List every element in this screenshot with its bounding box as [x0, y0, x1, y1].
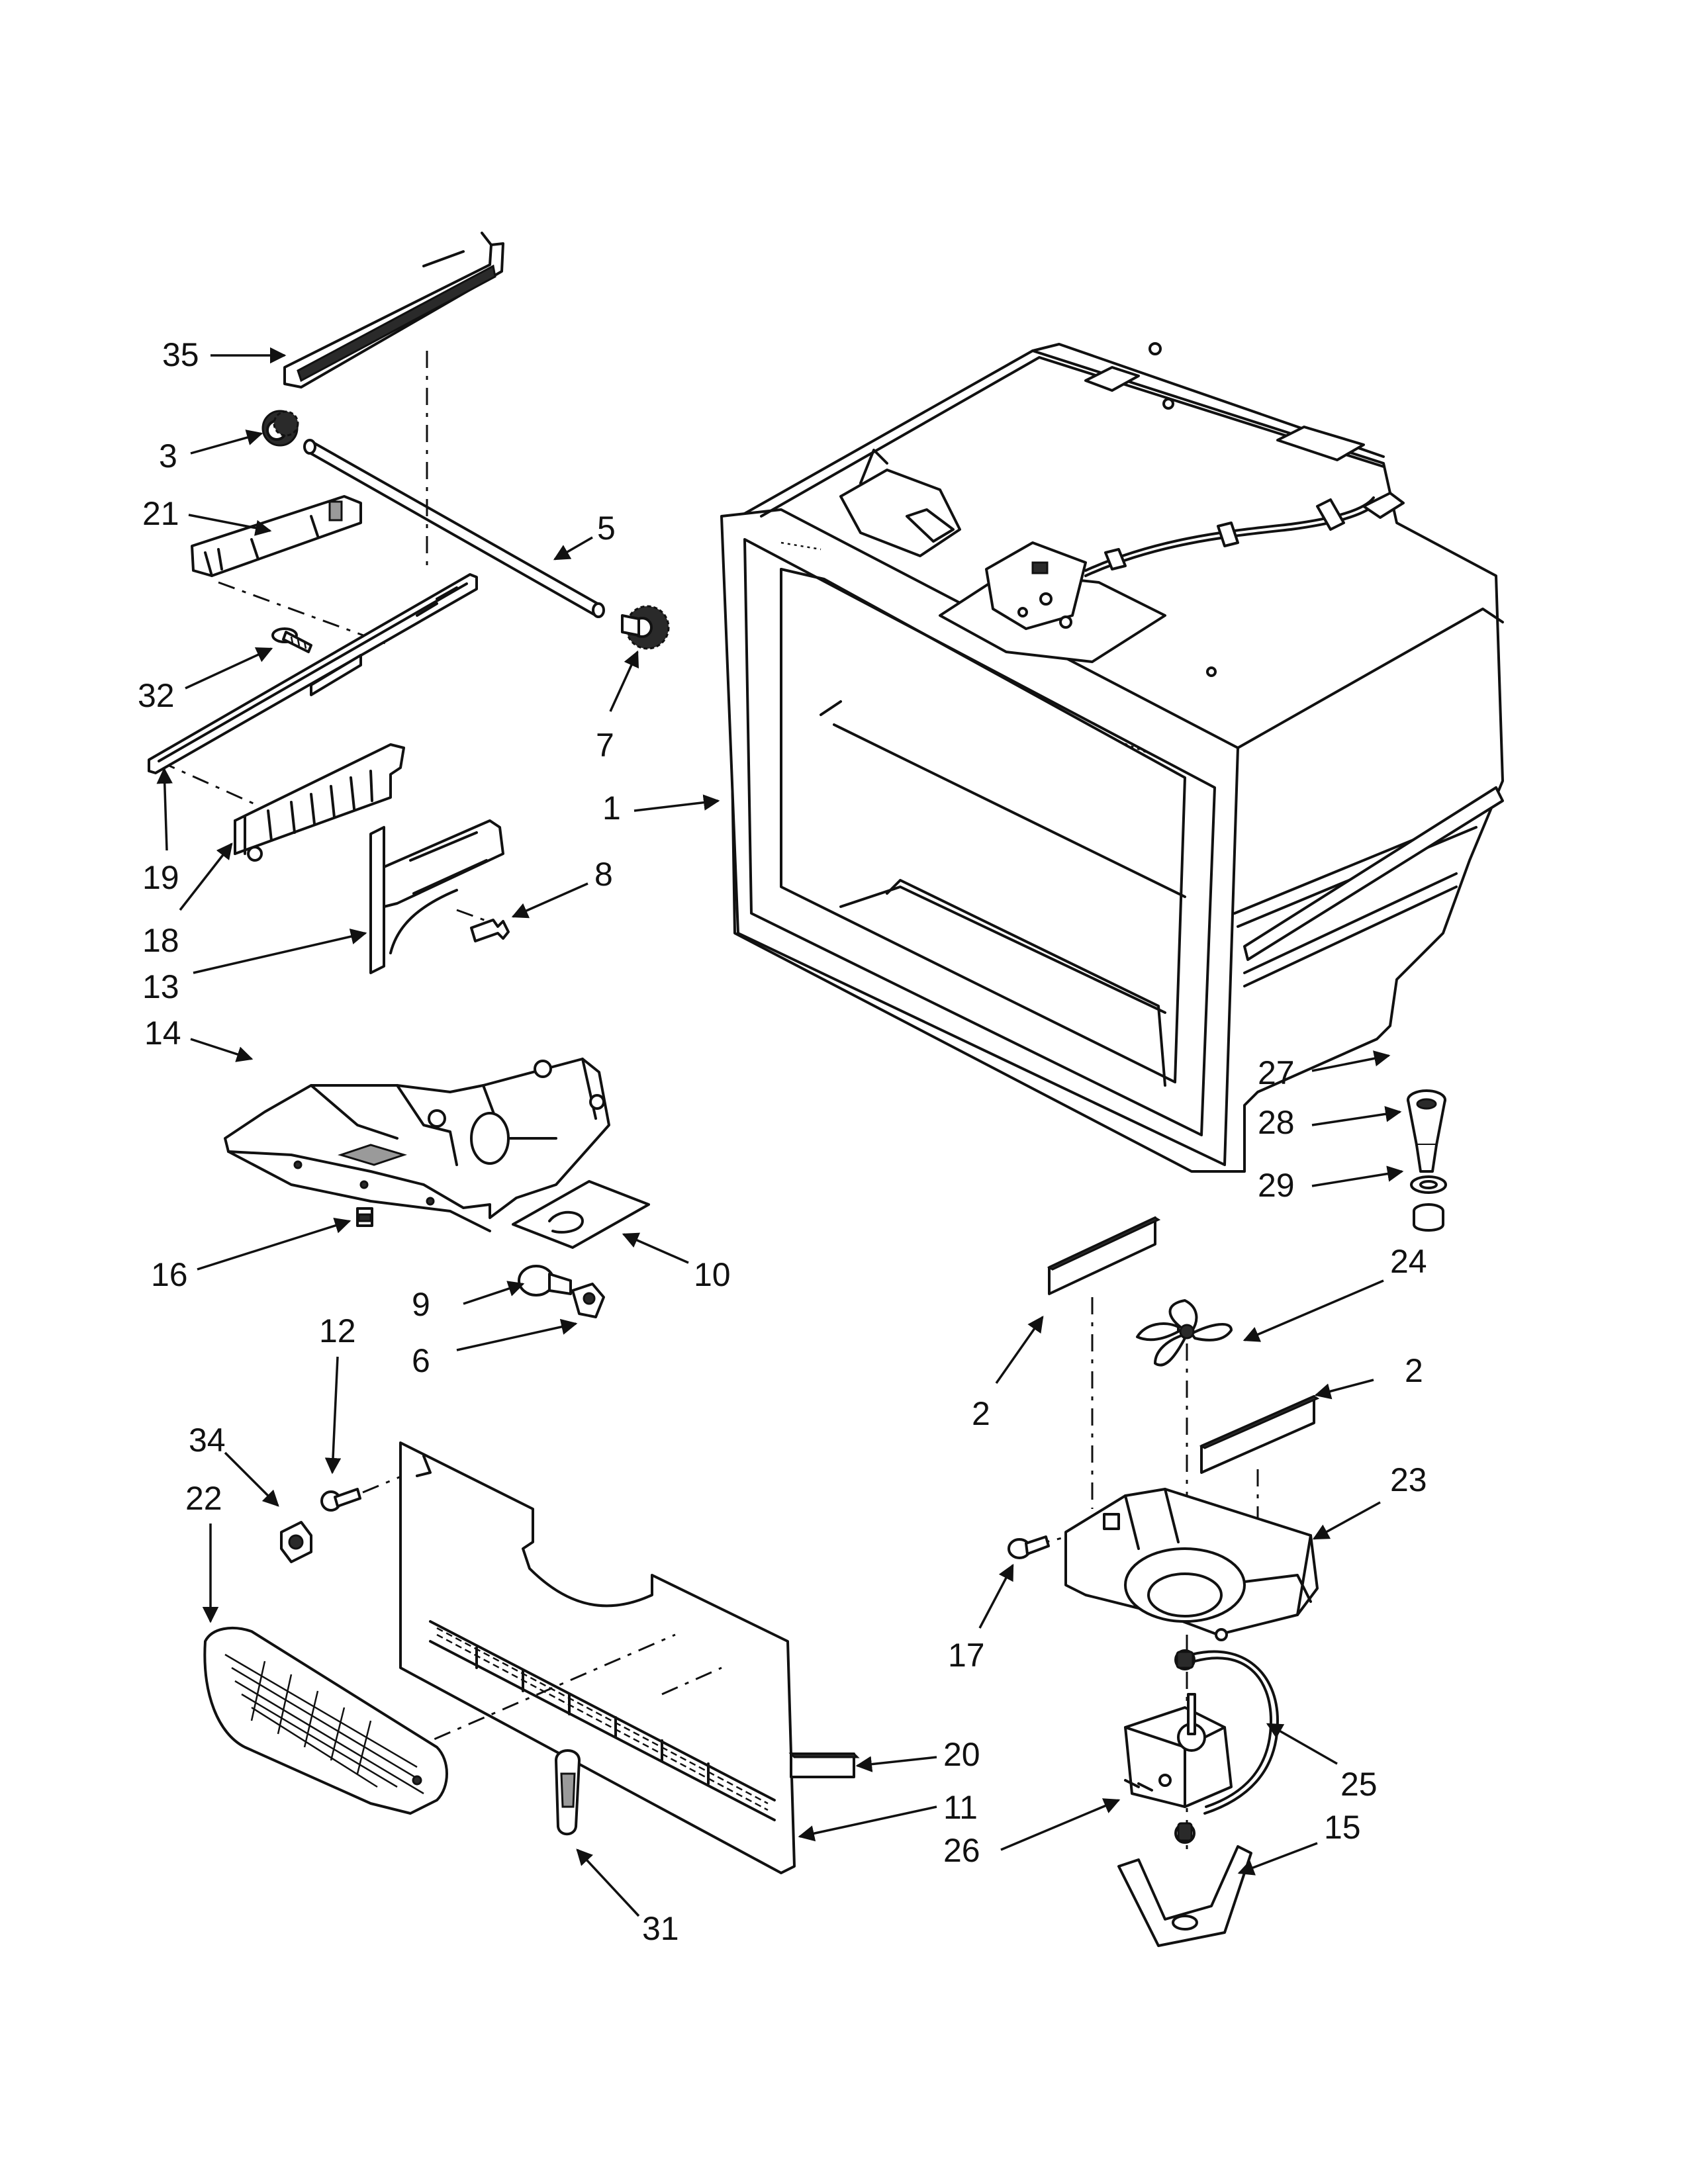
callout-25: 25	[1340, 1766, 1378, 1803]
callout-16: 16	[151, 1256, 188, 1293]
part-8-screw	[470, 919, 510, 942]
callout-2-right: 2	[1405, 1352, 1423, 1389]
part-23-housing	[1064, 1488, 1319, 1641]
callout-21: 21	[142, 495, 179, 532]
part-28-washer	[1410, 1175, 1447, 1194]
callout-3: 3	[159, 437, 177, 475]
callout-19: 19	[142, 859, 179, 896]
callout-34: 34	[189, 1422, 226, 1459]
part-2-gasket-left	[1047, 1216, 1161, 1295]
part-2-gasket-right	[1199, 1395, 1320, 1474]
part-19-rail	[148, 573, 478, 774]
part-27-drain	[1407, 1089, 1446, 1173]
part-7-gear	[621, 605, 670, 650]
part-21-bracket	[191, 495, 362, 577]
guide-line	[400, 1633, 676, 1755]
callout-29: 29	[1258, 1167, 1295, 1204]
part-31-clip	[555, 1749, 581, 1836]
part-34-connector	[280, 1521, 312, 1563]
part-5-rod	[303, 439, 605, 618]
part-15-bracket	[1117, 1822, 1252, 1947]
callout-labels: 35 3 21 5 32 7 1 19 8 18 13 14 27 28 29 …	[138, 336, 1427, 1947]
part-10-sheet	[512, 1180, 650, 1249]
callout-22: 22	[185, 1480, 222, 1517]
part-35-rail	[283, 232, 504, 388]
callout-14: 14	[144, 1015, 181, 1052]
part-13-bracket	[369, 819, 504, 974]
callout-23: 23	[1390, 1461, 1427, 1498]
callout-18: 18	[142, 922, 179, 959]
part-29-cap	[1413, 1203, 1444, 1232]
callout-15: 15	[1324, 1809, 1361, 1846]
callout-5: 5	[597, 510, 616, 547]
part-32-screw	[271, 627, 312, 653]
callout-11: 11	[943, 1789, 978, 1826]
part-17-screw	[1008, 1535, 1050, 1559]
part-20-strip	[788, 1752, 860, 1778]
part-1-liner	[720, 342, 1504, 1173]
callout-17: 17	[948, 1637, 985, 1674]
callout-32: 32	[138, 677, 175, 714]
callout-27: 27	[1258, 1054, 1295, 1091]
callout-7: 7	[596, 727, 614, 764]
callout-2-left: 2	[972, 1395, 990, 1432]
part-3-gear	[261, 410, 299, 447]
part-14-trough	[224, 1058, 610, 1232]
guide-line	[158, 760, 256, 805]
part-11-panel	[399, 1441, 796, 1874]
callout-31: 31	[642, 1910, 679, 1947]
part-6-socket	[571, 1283, 605, 1318]
part-16-clip	[356, 1207, 373, 1227]
callout-13: 13	[142, 968, 179, 1005]
callout-20: 20	[943, 1736, 980, 1773]
leader-lines	[156, 347, 1404, 1917]
part-25-wire	[1174, 1649, 1279, 1815]
callout-24: 24	[1390, 1243, 1427, 1280]
part-26-motor	[1124, 1693, 1233, 1808]
callout-12: 12	[319, 1312, 356, 1349]
guide-line	[661, 1666, 722, 1696]
callout-1: 1	[602, 790, 621, 827]
callout-9: 9	[412, 1286, 430, 1323]
callout-8: 8	[594, 856, 613, 893]
callout-10: 10	[694, 1256, 731, 1293]
callout-28: 28	[1258, 1104, 1295, 1141]
callout-35: 35	[162, 336, 199, 373]
guide-line	[218, 581, 391, 647]
callout-26: 26	[943, 1832, 980, 1869]
part-22-grille	[203, 1627, 448, 1815]
part-18-bracket	[234, 743, 405, 862]
callout-6: 6	[412, 1342, 430, 1379]
part-12-screw	[320, 1488, 361, 1512]
part-9-bulb	[518, 1265, 572, 1297]
part-24-fan	[1136, 1299, 1233, 1367]
